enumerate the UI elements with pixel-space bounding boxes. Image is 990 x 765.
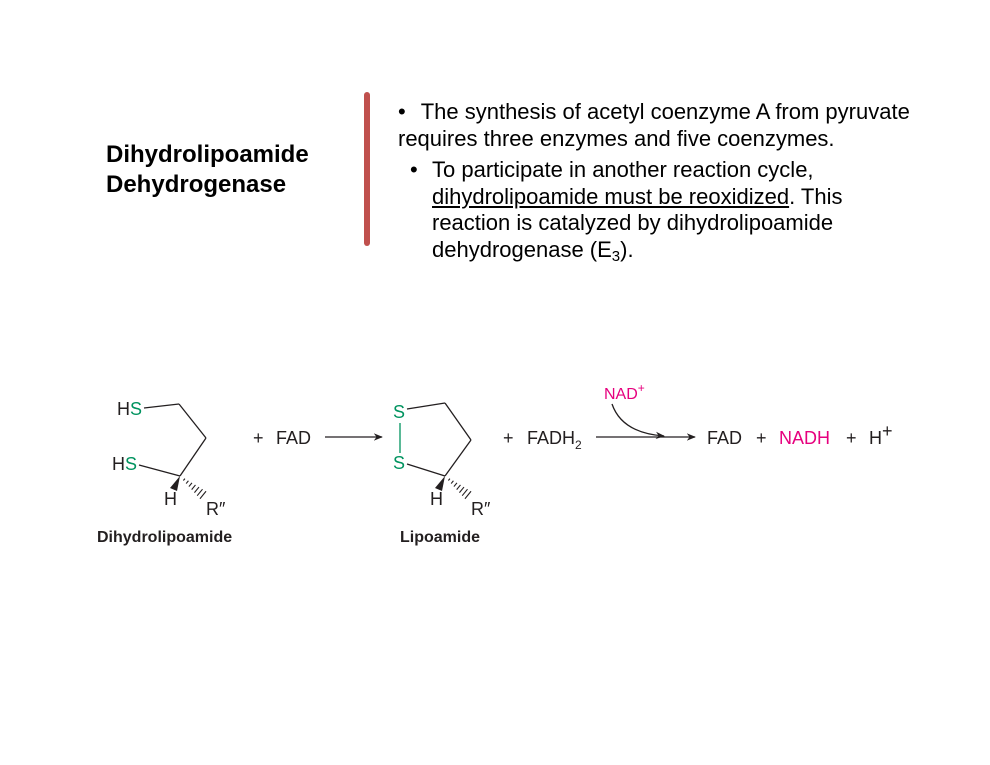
slide-title-line-1: Dihydrolipoamide <box>106 141 309 168</box>
hash-bond-stroke <box>461 488 468 497</box>
wedge-bond <box>435 476 445 491</box>
hash-bond-stroke <box>185 480 189 484</box>
fadh-text: FADH <box>527 428 575 448</box>
hash-bond-stroke <box>191 484 196 490</box>
cofactor-curved-arrow <box>611 403 665 440</box>
proton-charge: + <box>882 421 893 441</box>
bond <box>178 403 207 439</box>
bond <box>138 464 181 477</box>
bullet-2-line-4: dehydrogenase (E3). <box>432 237 842 264</box>
dihydrolipoamide-label: Dihydrolipoamide <box>97 529 232 546</box>
bullet-1-text-1: The synthesis of acetyl coenzyme A from … <box>420 99 910 124</box>
slide-title: Dihydrolipoamide Dehydrogenase <box>106 140 309 200</box>
hash-bond-stroke <box>464 490 472 500</box>
thiol-top-label: HS <box>117 399 142 419</box>
bullet-1-line-1: • The synthesis of acetyl coenzyme A from… <box>398 98 910 125</box>
hashed-bond <box>447 478 472 500</box>
r-group-label: R″ <box>471 499 491 519</box>
sulfur-atom-top: S <box>393 402 405 422</box>
fadh2-product: FADH2 <box>527 428 582 452</box>
hash-bond-stroke <box>194 486 200 493</box>
plus-sign: + <box>846 428 857 448</box>
hydrogen-atom: H <box>112 454 125 474</box>
r-group-label: R″ <box>206 499 226 519</box>
hash-bond-stroke <box>182 478 186 481</box>
bullet-1-line-2: requires three enzymes and five coenzyme… <box>398 126 835 151</box>
fadh-subscript: 2 <box>575 438 582 452</box>
bullet-2-line-4-text: dehydrogenase (E <box>432 236 612 262</box>
nad-cofactor: NAD+ <box>604 381 645 403</box>
hash-bond-stroke <box>196 488 203 497</box>
nad-charge: + <box>638 381 645 395</box>
sulfur-atom: S <box>130 399 142 419</box>
accent-divider-bar <box>364 92 370 246</box>
bullet-2-line-1: To participate in another reaction cycle… <box>432 157 814 182</box>
proton-product: H+ <box>869 421 893 448</box>
dihydrolipoamide-structure: HS HS H R″ Dihydrolipoamide <box>97 399 232 546</box>
bullet-point-1: • The synthesis of acetyl coenzyme A from… <box>398 98 910 152</box>
bullet-2-line-2: dihydrolipoamide must be reoxidized. Thi… <box>432 184 842 211</box>
thiol-bottom-label: HS <box>112 454 137 474</box>
lipoamide-label: Lipoamide <box>400 529 480 546</box>
underlined-phrase: dihydrolipoamide must be reoxidized <box>432 183 790 209</box>
bullet-icon: • <box>398 99 406 124</box>
reaction-diagram: HS HS H R″ Dihydrolipoamide + FAD S S H … <box>97 381 893 546</box>
plus-sign: + <box>756 428 767 448</box>
hash-bond-stroke <box>459 486 465 493</box>
nadh-product: NADH <box>779 428 830 448</box>
bond <box>444 439 472 477</box>
slide-title-line-2: Dehydrogenase <box>106 171 287 198</box>
bullet-icon: • <box>410 157 418 182</box>
sulfur-atom-bottom: S <box>393 453 405 473</box>
hash-bond-stroke <box>447 478 451 481</box>
nad-text: NAD <box>604 386 638 403</box>
proton-text: H <box>869 428 882 448</box>
hashed-bond <box>182 478 207 500</box>
bullet-2-line-3: reaction is catalyzed by dihydrolipoamid… <box>432 210 834 235</box>
sulfur-atom: S <box>125 454 137 474</box>
hydrogen-atom: H <box>117 399 130 419</box>
wedge-bond <box>170 476 180 491</box>
stereo-hydrogen: H <box>430 489 443 509</box>
hash-bond-stroke <box>456 484 461 490</box>
plus-sign: + <box>503 428 514 448</box>
hash-bond-stroke <box>188 482 193 487</box>
fad-reactant: FAD <box>276 428 311 448</box>
stereo-hydrogen: H <box>164 489 177 509</box>
bond <box>143 403 180 409</box>
bond <box>179 437 207 477</box>
bond <box>444 402 472 441</box>
hash-bond-stroke <box>450 480 454 484</box>
bullet-point-2: • To participate in another reaction cyc… <box>410 157 842 264</box>
enzyme-subscript: 3 <box>611 247 621 265</box>
fad-product: FAD <box>707 428 742 448</box>
hash-bond-stroke <box>453 482 458 487</box>
plus-sign: + <box>253 428 264 448</box>
lipoamide-structure: S S H R″ Lipoamide <box>393 402 491 546</box>
bullet-2-line-2-rest: . This <box>789 183 843 209</box>
bond <box>406 402 446 410</box>
bond <box>406 463 446 477</box>
hash-bond-stroke <box>199 490 207 500</box>
bullet-2-line-4-end: ). <box>620 236 634 262</box>
